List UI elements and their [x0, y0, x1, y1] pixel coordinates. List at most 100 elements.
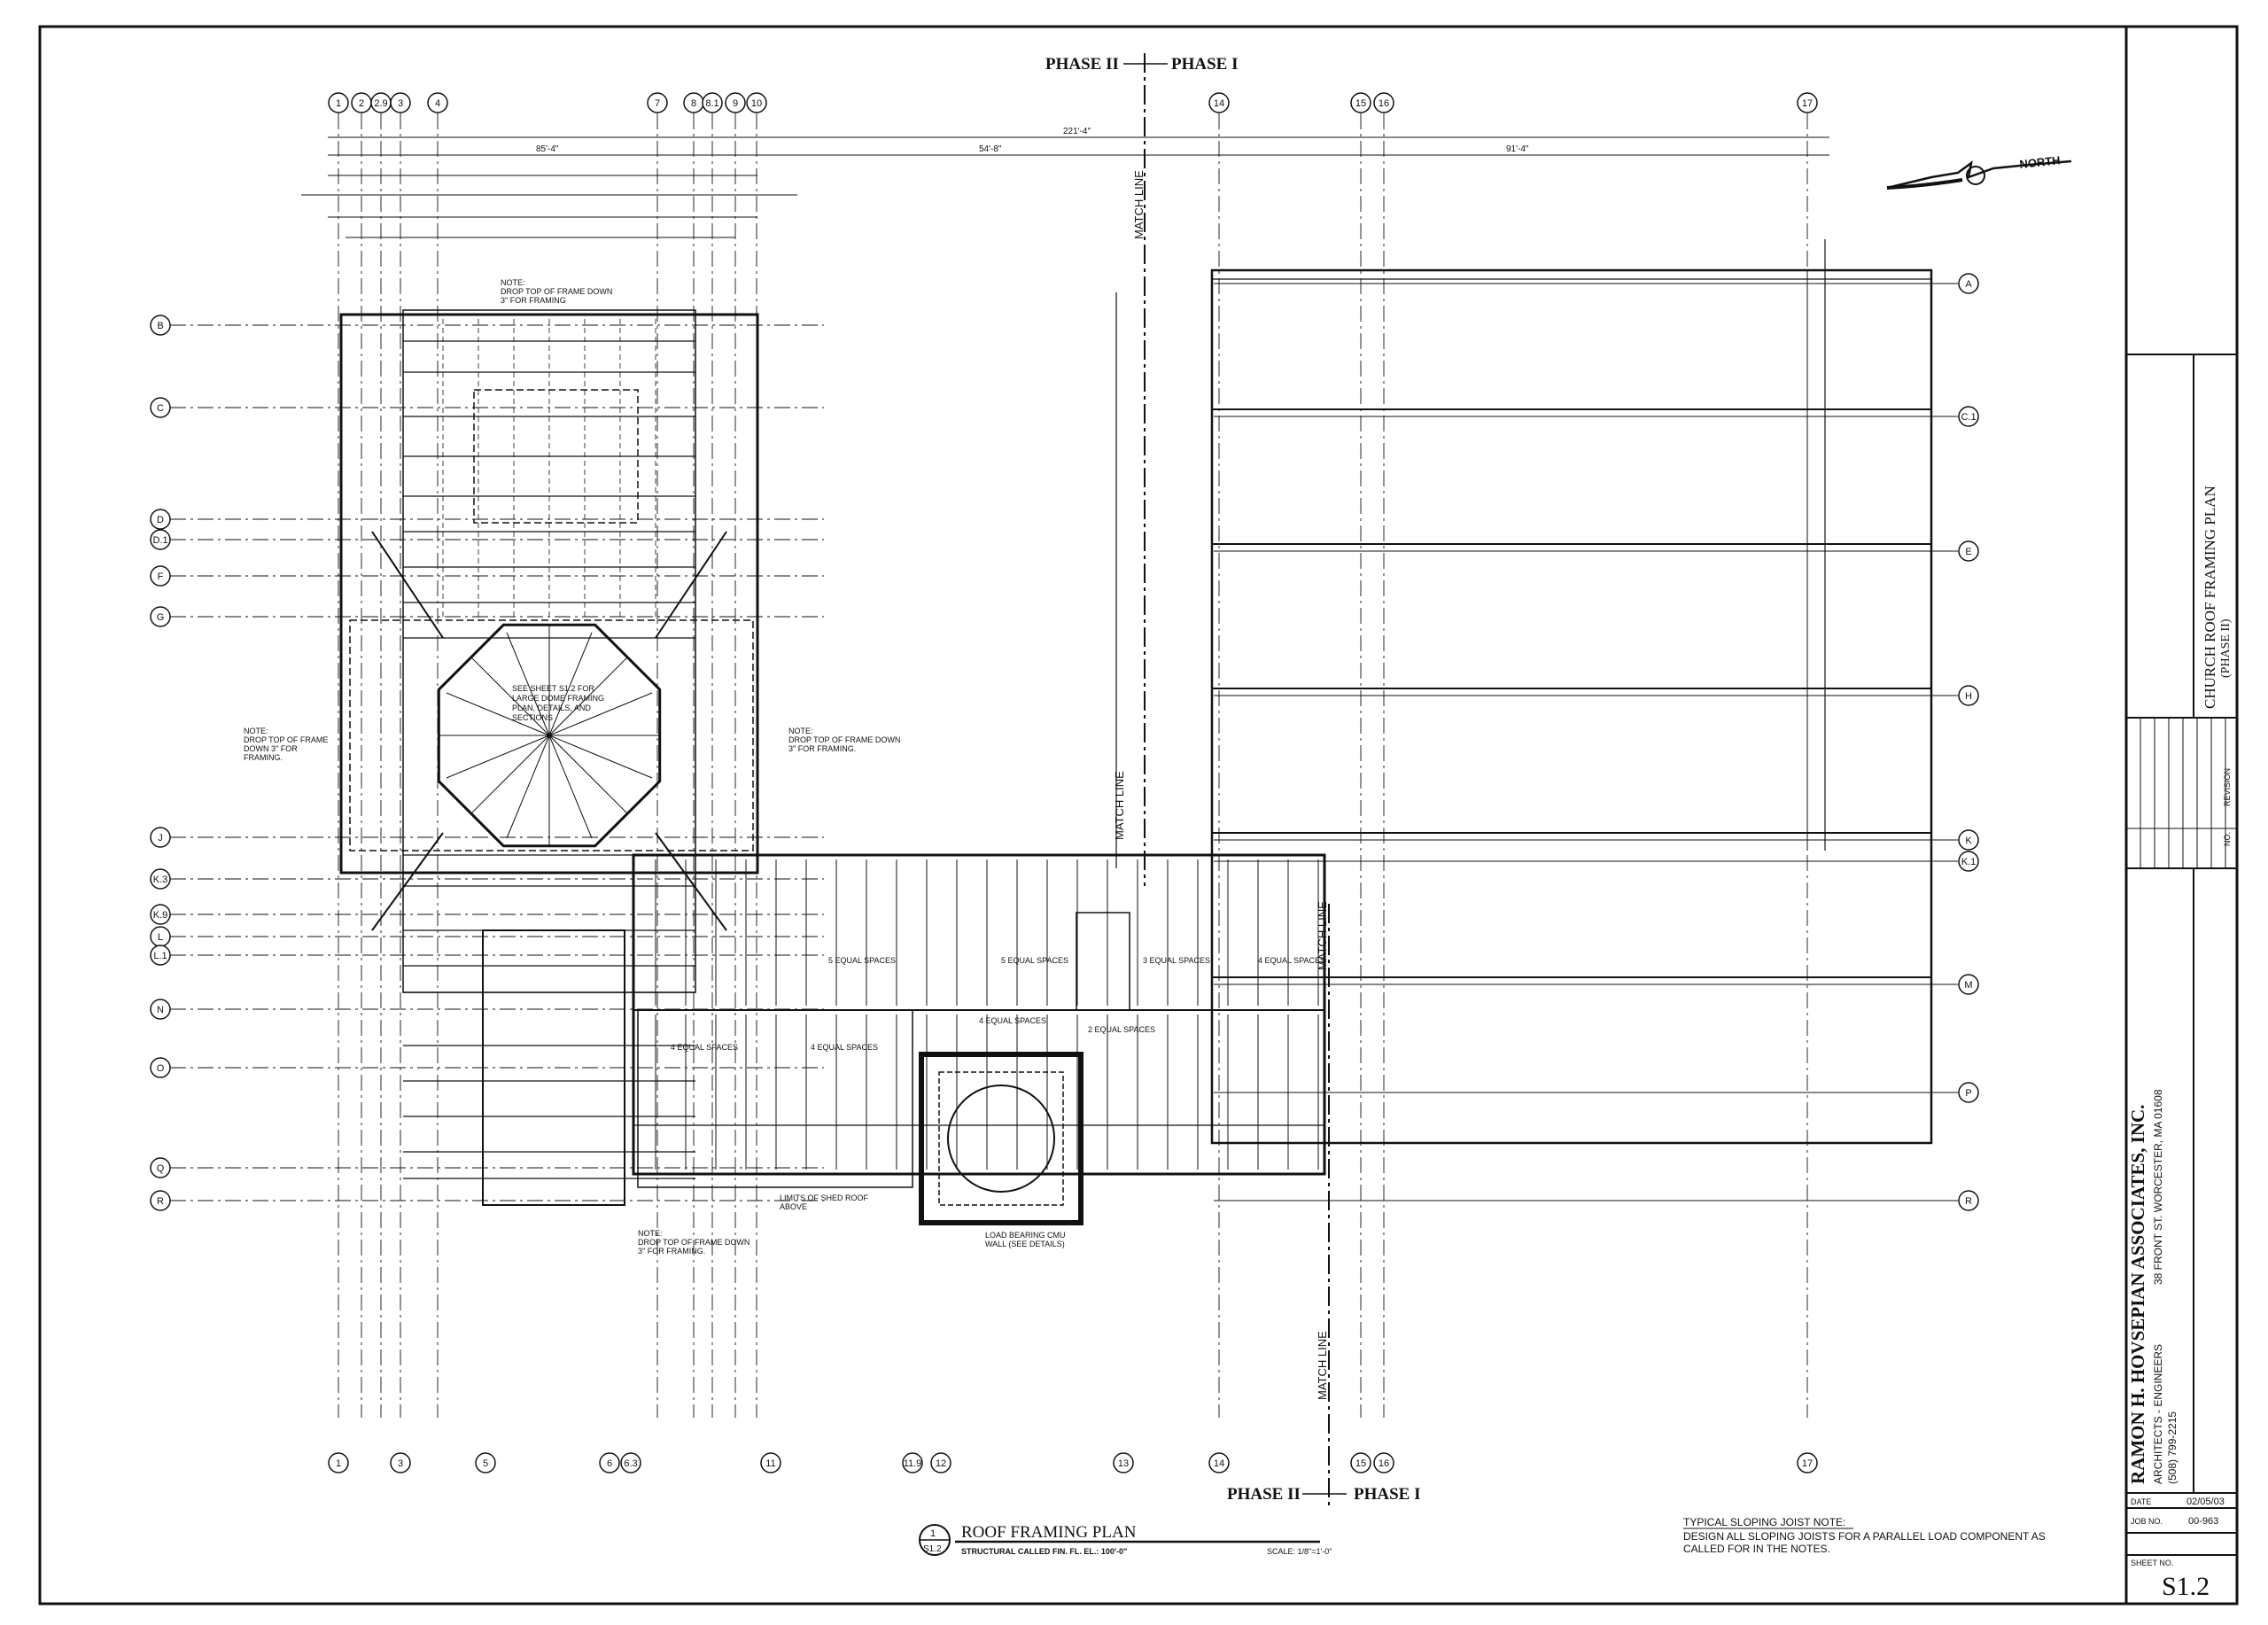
note-bottom: NOTE: DROP TOP OF FRAME DOWN 3" FOR FRAM… — [638, 1229, 752, 1256]
svg-text:8: 8 — [691, 98, 696, 109]
grid-row-left-bubble: L.1 — [150, 945, 171, 966]
grid-col-top-bubble: 1 — [328, 92, 349, 113]
svg-text:R: R — [1965, 1196, 1972, 1207]
svg-text:16: 16 — [1379, 98, 1389, 109]
drawing-title: CHURCH ROOF FRAMING PLAN — [2202, 486, 2218, 709]
grid-row-left-bubble: B — [150, 315, 171, 336]
revision-no-label: NO. — [2223, 832, 2232, 846]
plan-title-scale: SCALE: 1/8"=1'-0" — [1267, 1547, 1332, 1556]
plan-title-sheet: S1.2 — [923, 1544, 942, 1554]
svg-text:N: N — [157, 1005, 164, 1015]
grid-col-bottom-bubble: 3 — [390, 1452, 411, 1473]
svg-text:O: O — [157, 1063, 165, 1074]
plan-title: ROOF FRAMING PLAN — [961, 1523, 1137, 1542]
sheet-border — [38, 25, 2239, 1606]
shed-roof-joists — [633, 859, 1324, 1170]
grid-col-top-bubble: 8 — [683, 92, 704, 113]
grid-col-top-bubble: 15 — [1350, 92, 1371, 113]
svg-text:K.1: K.1 — [1961, 857, 1977, 867]
svg-text:C.1: C.1 — [1961, 412, 1976, 423]
grid-row-left-bubble: J — [150, 827, 171, 848]
grid-col-top-bubble: 7 — [647, 92, 668, 113]
svg-text:R: R — [157, 1196, 164, 1207]
svg-text:H: H — [1965, 691, 1972, 702]
grid-col-bottom-bubble: 6.3 — [620, 1452, 641, 1473]
job-value: 00-963 — [2188, 1516, 2218, 1527]
typical-note-heading: TYPICAL SLOPING JOIST NOTE: — [1683, 1516, 1845, 1528]
job-label: JOB NO. — [2131, 1517, 2163, 1526]
svg-text:2.9: 2.9 — [374, 98, 387, 109]
svg-text:L.1: L.1 — [153, 951, 167, 961]
svg-text:K: K — [1965, 836, 1972, 846]
svg-text:5: 5 — [483, 1458, 488, 1469]
svg-text:4: 4 — [435, 98, 440, 109]
grid-row-left-bubble: L — [150, 926, 171, 947]
grid-row-left-bubble: O — [150, 1057, 171, 1078]
note-right: NOTE: DROP TOP OF FRAME DOWN 3" FOR FRAM… — [788, 727, 903, 753]
svg-text:G: G — [157, 612, 165, 623]
svg-text:2 EQUAL SPACES: 2 EQUAL SPACES — [1088, 1025, 1155, 1034]
plan-title-sub: STRUCTURAL CALLED FIN. FL. EL.: 100'-0" — [961, 1547, 1127, 1556]
north-label: NORTH — [2019, 153, 2062, 171]
svg-text:4 EQUAL SPACES: 4 EQUAL SPACES — [671, 1043, 738, 1052]
grid-col-top-bubble: 17 — [1797, 92, 1818, 113]
grid-row-right-bubble: E — [1958, 540, 1979, 562]
grid-row-left-bubble: N — [150, 999, 171, 1020]
grid-col-top-bubble: 2.9 — [370, 92, 392, 113]
svg-text:B: B — [157, 321, 163, 331]
dimension-strings — [301, 136, 1829, 238]
dome-framing — [371, 531, 727, 931]
svg-text:11: 11 — [765, 1458, 775, 1469]
dome-note: SEE SHEET S1.2 FOR LARGE DOME FRAMING PL… — [512, 684, 607, 722]
firm-address: 38 FRONT ST. WORCESTER, MA 01608 — [2152, 1089, 2164, 1285]
svg-text:16: 16 — [1379, 1458, 1389, 1469]
grid-row-right-bubble: C.1 — [1958, 406, 1979, 427]
svg-text:3: 3 — [398, 1458, 403, 1469]
svg-text:10: 10 — [751, 98, 762, 109]
phase-i-framing — [1115, 239, 1933, 1145]
grid-row-left-bubble: R — [150, 1190, 171, 1211]
svg-text:17: 17 — [1802, 1458, 1813, 1469]
svg-text:6.3: 6.3 — [624, 1458, 637, 1469]
grid-row-left-bubble: F — [150, 565, 171, 587]
note-left: NOTE: DROP TOP OF FRAME DOWN 3" FOR FRAM… — [244, 727, 330, 762]
title-block — [2126, 354, 2237, 1556]
dim-right: 91'-4" — [1506, 144, 1529, 154]
grid-col-bottom-bubble: 14 — [1208, 1452, 1230, 1473]
svg-text:6: 6 — [607, 1458, 612, 1469]
grid-row-left-bubble: G — [150, 606, 171, 627]
svg-text:F: F — [158, 571, 164, 582]
grid-row-left-bubble: K.9 — [150, 904, 171, 925]
sheet-no-value: S1.2 — [2162, 1572, 2210, 1601]
phase-ii-beams — [403, 319, 695, 1179]
svg-text:4 EQUAL SPACES: 4 EQUAL SPACES — [979, 1016, 1046, 1025]
firm-name: RAMON H. HOVSEPIAN ASSOCIATES, INC. — [2127, 1105, 2148, 1484]
svg-text:K.9: K.9 — [153, 910, 168, 921]
cmu-note: LOAD BEARING CMU WALL (SEE DETAILS) — [985, 1231, 1068, 1248]
grid-col-bottom-bubble: 11 — [760, 1452, 781, 1473]
grid-col-bottom-bubble: 13 — [1113, 1452, 1134, 1473]
phase-i-label-top: PHASE I — [1171, 55, 1239, 74]
grid-col-bottom-bubble: 17 — [1797, 1452, 1818, 1473]
grid-col-top-bubble: 16 — [1373, 92, 1394, 113]
svg-text:A: A — [1965, 279, 1972, 290]
grid-col-top-bubble: 9 — [725, 92, 746, 113]
north-arrow-icon — [1886, 159, 2072, 190]
grid-row-right-bubble: A — [1958, 273, 1979, 294]
svg-text:4 EQUAL SPACES: 4 EQUAL SPACES — [811, 1043, 878, 1052]
shed-note: LIMITS OF SHED ROOF ABOVE — [780, 1193, 871, 1211]
firm-phone: (508) 799-2215 — [2166, 1411, 2179, 1484]
grid-col-top-bubble: 3 — [390, 92, 411, 113]
grid-row-right-bubble: R — [1958, 1190, 1979, 1211]
svg-text:D: D — [157, 515, 164, 525]
phase-ii-label-bottom: PHASE II — [1227, 1485, 1301, 1504]
grid-col-bottom-bubble: 1 — [328, 1452, 349, 1473]
match-line-label-4: MATCH LINE — [1316, 1331, 1329, 1400]
grid-row-left-bubble: D — [150, 509, 171, 530]
svg-text:Q: Q — [157, 1163, 165, 1174]
grid-col-top-bubble: 10 — [746, 92, 767, 113]
grid-row-left-bubble: K.3 — [150, 868, 171, 890]
